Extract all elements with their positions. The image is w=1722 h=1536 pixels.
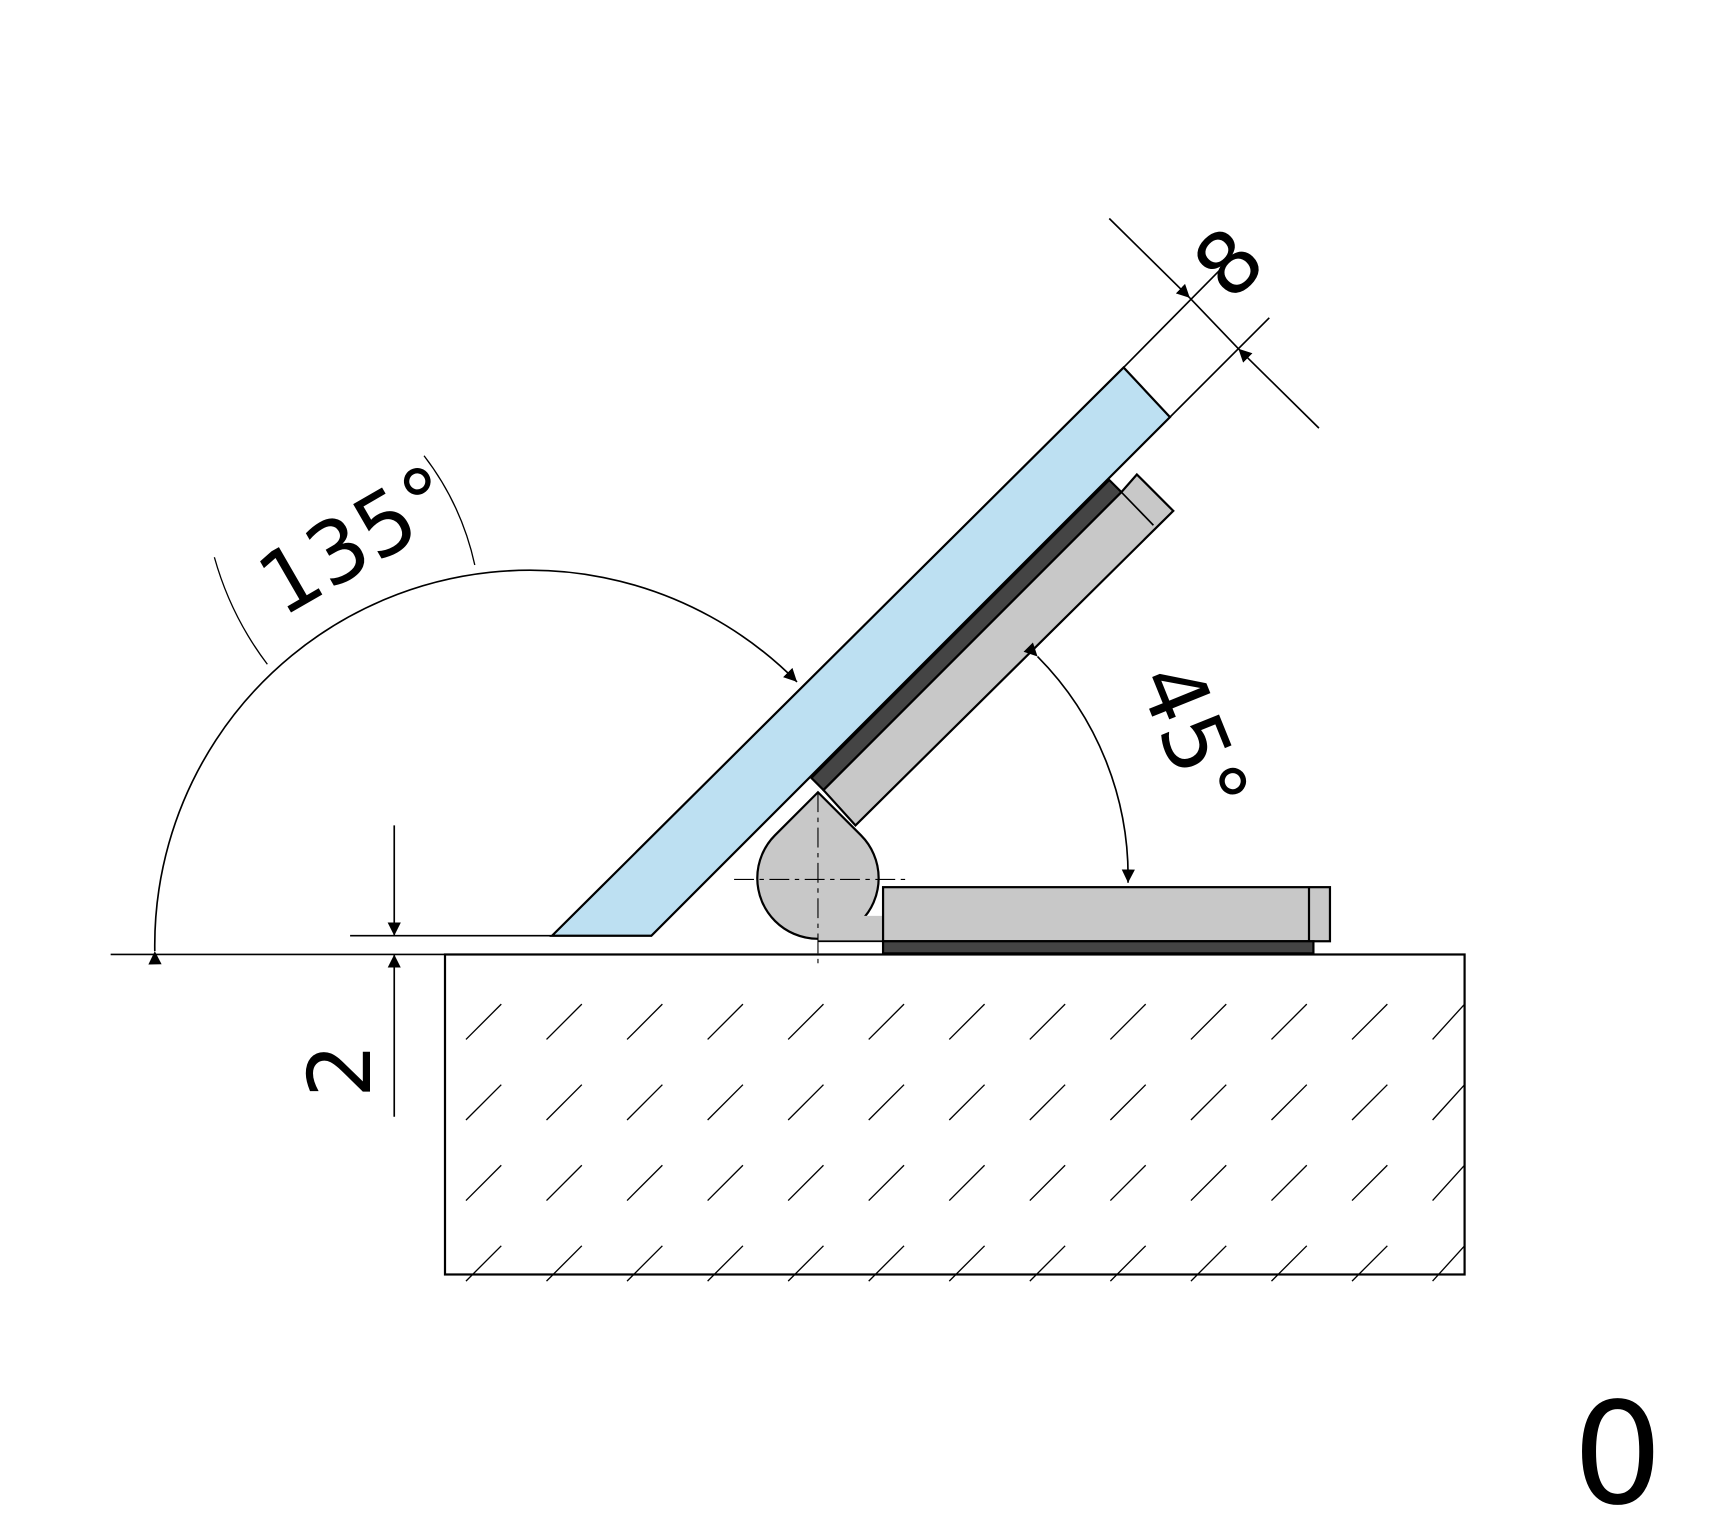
base-plate [881,886,1332,943]
thickness-label: 8 [1175,209,1284,318]
hatch-line [868,1084,905,1121]
hatch-line [787,1245,824,1282]
hatch-line [948,1003,986,1040]
hatch-line [707,1003,744,1040]
hatch-line [868,1164,905,1202]
angle-45-arc [1023,642,1135,883]
angle-135-label: 135° [242,446,471,636]
hatch-line [1029,1164,1066,1202]
page-label: 0 [1573,1373,1663,1536]
hatch-line [948,1084,986,1121]
hatch-line [1432,1164,1466,1201]
hatch-line [1109,1164,1147,1202]
hatch-line [787,1084,824,1121]
hatch-line [465,1164,502,1202]
thickness-dimension [1108,217,1320,429]
hatch-line [546,1245,583,1282]
hatch-line [1351,1245,1388,1282]
hatch-line [626,1084,663,1121]
hatch-line [1190,1164,1227,1202]
hatch-line [1029,1003,1066,1040]
hatch-line [626,1245,663,1282]
hatch-line [948,1164,986,1202]
hatch-line [465,1245,502,1282]
hatch-line [1109,1084,1147,1121]
hatch-line [1432,1003,1466,1040]
hatch-line [948,1245,986,1282]
hatch-line [787,1003,824,1040]
hatch-line [546,1003,583,1040]
hatch-line [787,1164,824,1202]
angle-45-label: 45° [1117,649,1267,828]
hatch-line [1109,1003,1147,1040]
hatch-line [1190,1245,1227,1282]
hatch-line [546,1164,583,1202]
hatch-line [465,1003,502,1040]
angle-135-arc [148,569,798,965]
hatch-line [1271,1245,1308,1282]
hatch-line [1351,1084,1388,1121]
hatch-line [1351,1164,1388,1202]
hatch-line [707,1164,744,1202]
hatch-line [1271,1003,1308,1040]
hatch-line [707,1084,744,1121]
base-gasket [881,940,1315,955]
hatch-line [1029,1084,1066,1121]
hatch-line [1190,1003,1227,1040]
hatch-line [1432,1084,1466,1121]
hatch-line [1351,1003,1388,1040]
hatch-line [546,1084,583,1121]
hatch-line [1190,1084,1227,1121]
hatch-line [707,1245,744,1282]
block-hatching [465,1003,1466,1282]
hatch-line [465,1084,502,1121]
hatch-line [1271,1084,1308,1121]
hatch-line [868,1245,905,1282]
hatch-line [626,1003,663,1040]
gap-label: 2 [291,1043,391,1098]
hatch-line [868,1003,905,1040]
hatch-line [1432,1245,1466,1282]
hatch-line [1271,1164,1308,1202]
hinge-leaf [821,472,1175,827]
hatch-line [1029,1245,1066,1282]
hatch-line [1109,1245,1147,1282]
hatch-line [626,1164,663,1202]
